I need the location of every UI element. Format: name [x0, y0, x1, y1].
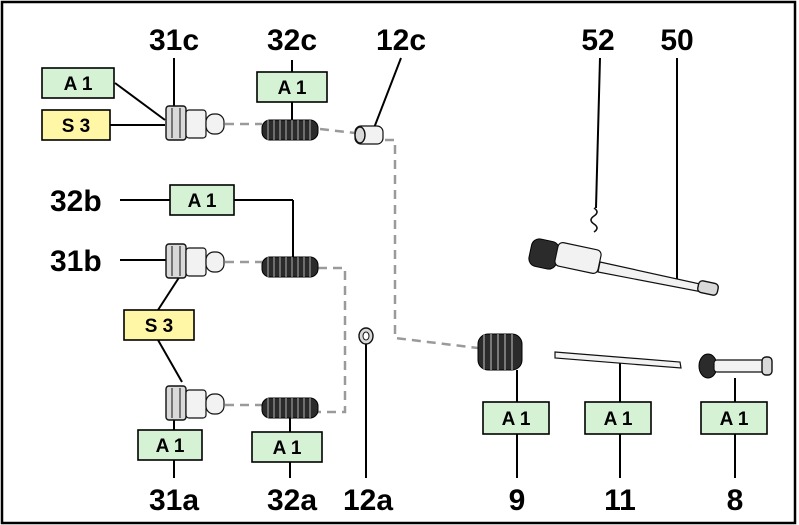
tag-31c-a1: A 1	[41, 67, 115, 99]
part-12c	[354, 125, 384, 145]
ref-31b: 31b	[50, 245, 102, 278]
tag-31a-a1: A 1	[137, 429, 203, 461]
tag-32a-a1: A 1	[251, 431, 323, 463]
ref-31c: 31c	[149, 24, 199, 57]
ref-50: 50	[660, 24, 693, 57]
ref-9: 9	[509, 484, 526, 517]
part-31a	[165, 385, 225, 421]
part-8-needle	[698, 353, 773, 379]
svg-text:S 3: S 3	[145, 316, 174, 337]
part-9-spring	[477, 333, 523, 371]
tag-32c-a1: A 1	[256, 71, 328, 103]
svg-text:A 1: A 1	[720, 409, 749, 430]
part-32c-spring	[261, 119, 319, 141]
svg-text:A 1: A 1	[273, 438, 302, 459]
tag-31c-s3: S 3	[41, 109, 111, 141]
svg-text:A 1: A 1	[156, 436, 185, 457]
svg-text:A 1: A 1	[502, 409, 531, 430]
part-32a-spring	[261, 397, 319, 419]
dash-12c-9	[385, 138, 479, 350]
svg-text:A 1: A 1	[64, 74, 93, 95]
ref-8: 8	[727, 484, 744, 517]
ref-32c: 32c	[267, 24, 317, 57]
dash-32b-32a	[318, 266, 347, 414]
svg-text:A 1: A 1	[188, 191, 217, 212]
ref-11: 11	[604, 484, 636, 517]
svg-text:A 1: A 1	[604, 409, 633, 430]
tag-boxes: A 1 S 3 A 1 A 1 S 3 A 1 A 1 A 1	[41, 67, 768, 463]
ref-32a: 32a	[267, 484, 317, 517]
ref-52: 52	[581, 24, 614, 57]
part-50-needle-assembly	[528, 238, 719, 296]
part-31b	[165, 243, 225, 279]
tag-9-a1: A 1	[482, 401, 550, 435]
part-12a-washer	[358, 327, 374, 345]
ref-12a: 12a	[343, 484, 393, 517]
tag-32b-a1: A 1	[169, 184, 235, 216]
ref-32b: 32b	[50, 185, 102, 218]
ref-12c: 12c	[376, 24, 426, 57]
part-11-rod	[554, 351, 682, 369]
svg-text:A 1: A 1	[278, 78, 307, 99]
svg-text:S 3: S 3	[62, 116, 91, 137]
tag-31ab-s3: S 3	[123, 309, 195, 341]
reference-numbers: 31c 32c 12c 52 50 32b 31b 31a 32a 12a 9 …	[50, 24, 743, 517]
assembly-path-lines	[225, 122, 479, 414]
leader-lines	[110, 57, 736, 478]
tag-8-a1: A 1	[700, 401, 768, 435]
part-32b-spring	[261, 256, 319, 278]
dash-32c-12c	[319, 127, 356, 135]
tag-11-a1: A 1	[584, 401, 652, 435]
part-31c	[165, 105, 225, 141]
ref-31a: 31a	[149, 484, 199, 517]
part-52-clip	[590, 207, 598, 233]
